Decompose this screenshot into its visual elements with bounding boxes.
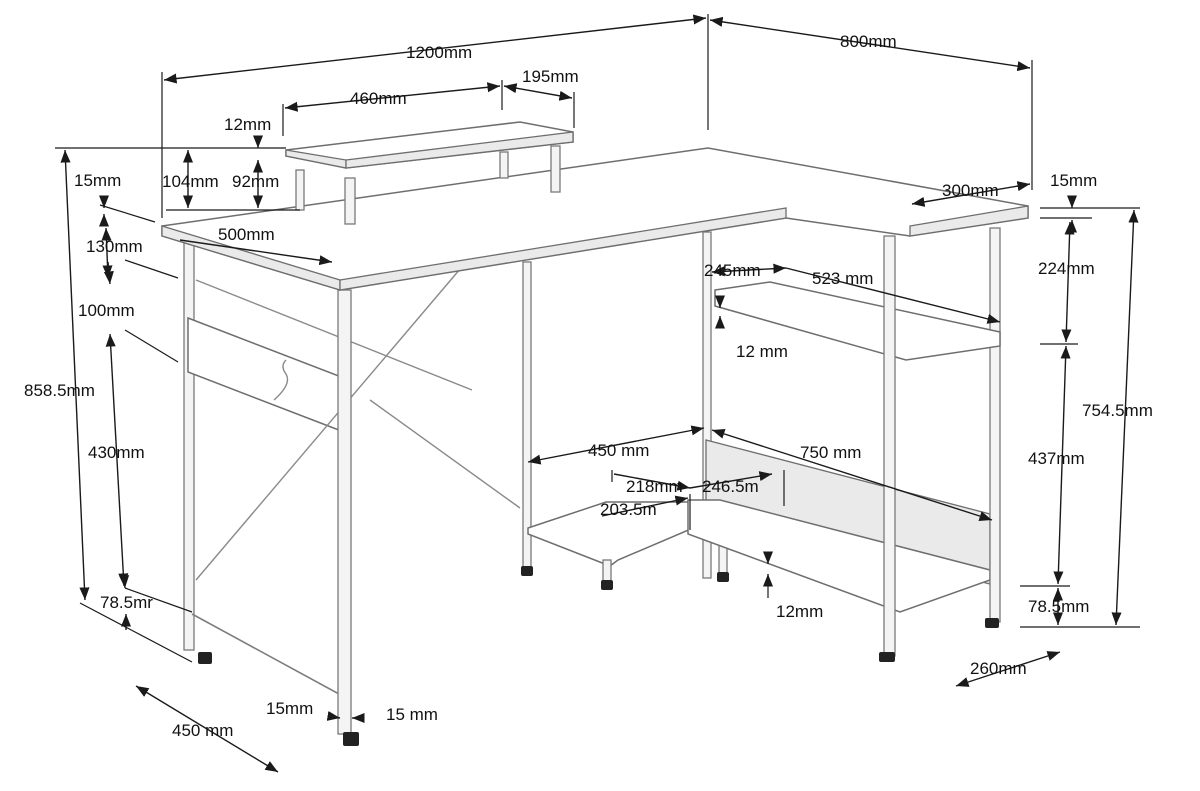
foot [521, 566, 533, 576]
label-lower-shelf-thickness: 12mm [776, 602, 823, 621]
label-lower-shelf-a: 218mm [626, 477, 683, 496]
label-return-top-thickness: 15mm [1050, 171, 1097, 190]
label-lower-shelf-length: 750 mm [800, 443, 861, 462]
label-upper-shelf-length: 523 mm [812, 269, 873, 288]
label-return-leg-depth: 260mm [970, 659, 1027, 678]
label-depth-left: 450 mm [172, 721, 233, 740]
headphone-hook [273, 359, 289, 401]
label-riser-depth: 195mm [522, 67, 579, 86]
label-upper-shelf-thickness: 12 mm [736, 342, 788, 361]
riser-leg [295, 169, 305, 211]
label-top-depth-front: 500mm [218, 225, 275, 244]
label-lower-shelf-b: 246.5m [702, 477, 759, 496]
label-riser-width: 460mm [350, 89, 407, 108]
side-panel [187, 316, 345, 434]
label-panel-gap-top: 130mm [86, 237, 143, 256]
rear-left-leg [522, 261, 532, 569]
right-rear-leg [989, 227, 1001, 623]
right-front-leg [883, 235, 896, 657]
label-leg-width-b: 15 mm [386, 705, 438, 724]
cross-brace-a [195, 279, 473, 391]
label-lower-shelf-depth: 450 mm [588, 441, 649, 460]
label-upper-gap: 224mm [1038, 259, 1095, 278]
riser-front-edge [345, 131, 574, 169]
label-right-height: 754.5mm [1082, 401, 1153, 420]
left-back-leg [183, 239, 195, 651]
label-shelf-gap: 437mm [1028, 449, 1085, 468]
label-panel-height: 100mm [78, 301, 135, 320]
label-foot-height-left: 78.5mr [100, 593, 153, 612]
side-frame-bottom [191, 613, 351, 701]
corner-leg [702, 231, 712, 579]
foot [601, 580, 613, 590]
dimension-lines [55, 14, 1140, 773]
foot [198, 652, 212, 664]
foot [879, 652, 895, 662]
shelf-leg [602, 559, 612, 583]
cross-brace-b [195, 261, 467, 581]
label-leg-width-a: 15mm [266, 699, 313, 718]
foot [717, 572, 729, 582]
label-leg-lower: 430mm [88, 443, 145, 462]
dimension-labels: 1200mm 800mm 460mm 195mm 12mm 104mm 92mm… [24, 32, 1153, 740]
label-width-total: 1200mm [406, 43, 472, 62]
foot [343, 732, 359, 746]
label-riser-height-total: 104mm [162, 172, 219, 191]
label-depth-return: 800mm [840, 32, 897, 51]
desktop-return-edge [909, 205, 1029, 237]
label-riser-thickness: 12mm [224, 115, 271, 134]
riser-leg [344, 177, 356, 225]
label-height-total: 858.5mm [24, 381, 95, 400]
label-lower-shelf-c: 203.5m [600, 500, 657, 519]
desk-drawing [161, 121, 1029, 746]
riser-leg [499, 151, 509, 179]
left-front-leg [337, 289, 352, 735]
label-foot-height-right: 78.5mm [1028, 597, 1089, 616]
cross-brace-c [369, 399, 521, 509]
lower-shelf-left [527, 501, 713, 567]
riser-leg [550, 145, 561, 193]
label-riser-height-inner: 92mm [232, 172, 279, 191]
foot [985, 618, 999, 628]
label-top-thickness: 15mm [74, 171, 121, 190]
label-upper-shelf-width: 245mm [704, 261, 761, 280]
label-return-depth: 300mm [942, 181, 999, 200]
desktop-front-edge [339, 207, 787, 291]
